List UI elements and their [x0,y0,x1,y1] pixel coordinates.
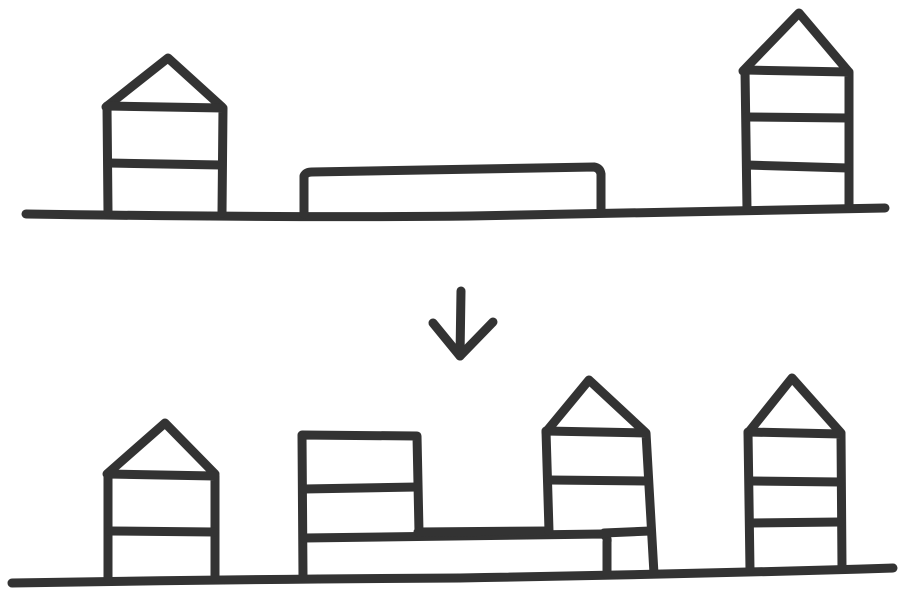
house-middle-after [546,380,654,574]
flat-block-outline [304,167,601,214]
floor-line [549,480,647,481]
house-roof [106,58,222,107]
arrow-down-icon [433,291,493,356]
floor-line [747,117,848,118]
floor-line [604,531,650,533]
house-walls [745,70,849,209]
house-left-before [106,58,223,213]
flat-block-before [304,167,601,214]
house-walls [546,431,654,574]
floor-line [751,522,840,523]
house-walls [108,474,215,578]
floor-line [304,534,607,575]
house-roof [743,13,848,71]
house-right-after [748,378,842,570]
floor-line [747,165,848,168]
addition-outline [302,435,419,577]
flat-block-after [302,435,607,577]
floor-line [304,487,417,489]
house-walls [748,432,842,570]
floor-line [751,481,840,482]
house-right-before [743,13,849,209]
panel-after [12,378,893,583]
floor-line [109,531,214,532]
panel-before [26,13,885,217]
house-roof [546,380,645,432]
floor-line [109,163,221,165]
flat-block-roof [418,531,548,532]
ground-line-after [12,568,893,583]
ground-line-before [26,208,885,217]
house-left-after [107,423,215,578]
house-roof [748,378,841,433]
house-roof [107,423,215,474]
